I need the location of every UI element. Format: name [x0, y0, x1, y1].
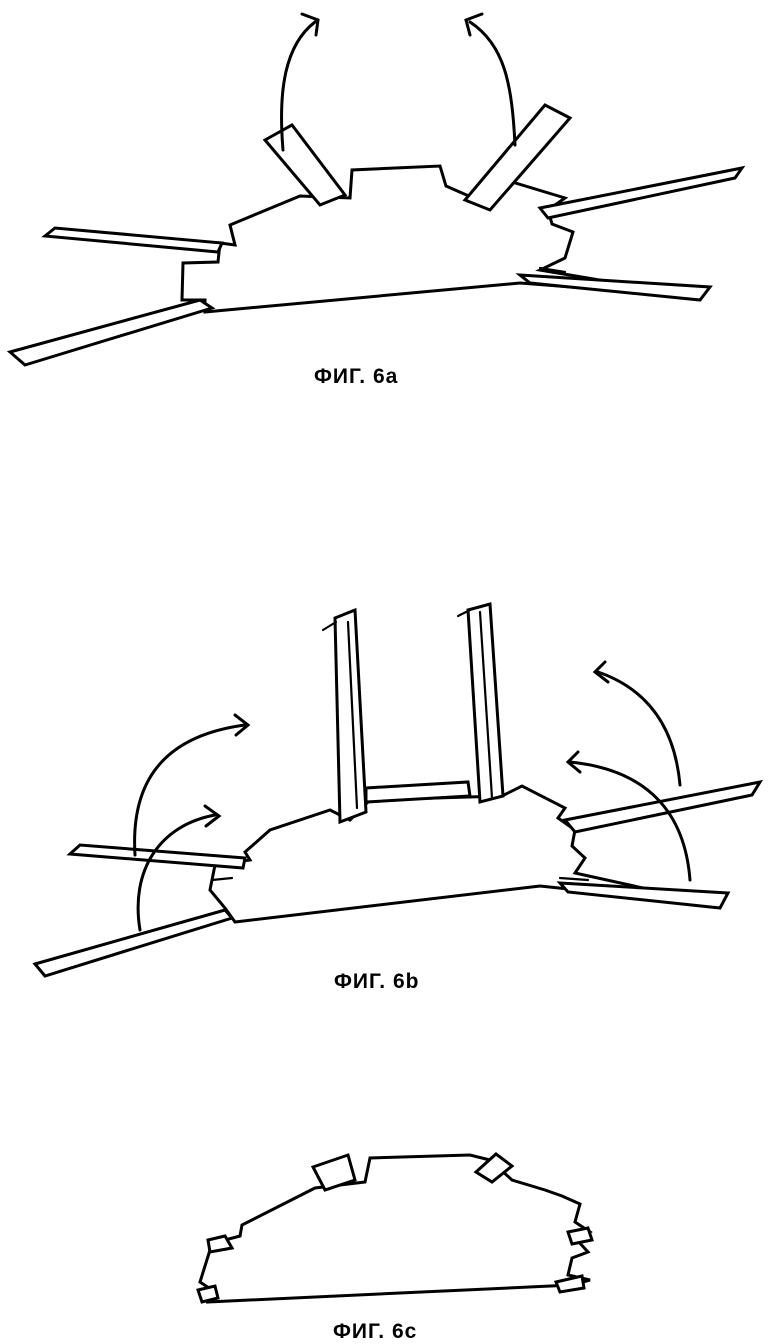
tab-right-lower: [560, 883, 728, 908]
figure-6a-drawing: [0, 0, 780, 420]
folded-tab: [198, 1286, 218, 1302]
tab-lower-left: [10, 300, 212, 365]
figure-6c-drawing: [0, 1140, 780, 1320]
curved-arrow-outer-left: [135, 725, 245, 855]
tab-right-upper: [540, 168, 742, 218]
folded-tab: [568, 1228, 592, 1244]
figure-caption-6c: ФИГ. 6c: [333, 1320, 417, 1344]
figure-6a: ФИГ. 6a: [0, 0, 780, 420]
figure-6c: ФИГ. 6c: [0, 1140, 780, 1341]
figure-6b: ФИГ. 6b: [0, 590, 780, 1010]
tab-lower-left: [35, 910, 232, 976]
tab-left: [45, 228, 222, 252]
tab-top-left: [265, 125, 345, 205]
base-body-folded: [200, 1155, 590, 1302]
figure-caption-6b: ФИГ. 6b: [334, 970, 419, 994]
tab-right-upper: [565, 782, 760, 832]
upright-post-left: [335, 610, 366, 822]
figure-caption-6a: ФИГ. 6a: [314, 365, 398, 389]
figure-6b-drawing: [0, 590, 780, 1010]
tab-right-lower: [520, 275, 710, 300]
curved-arrow-right: [470, 22, 515, 145]
curved-arrow-inner-left: [138, 815, 215, 930]
curved-arrow-outer-right: [598, 672, 680, 785]
notch-line: [183, 262, 214, 263]
